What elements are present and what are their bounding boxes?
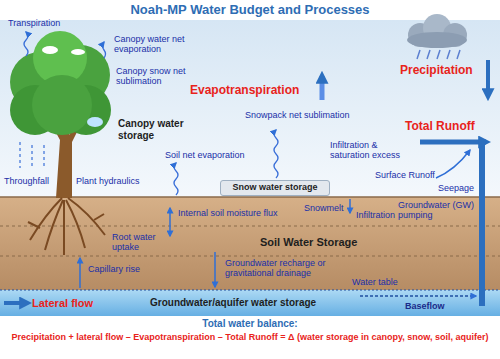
process-heading: Evapotranspiration — [190, 84, 299, 98]
process-heading: Precipitation — [400, 64, 473, 78]
process-label: Snowmelt — [304, 203, 344, 213]
sky — [0, 20, 500, 197]
process-heading: Baseflow — [405, 301, 445, 311]
precipitation-arrow — [486, 60, 490, 96]
process-label: Seepage — [438, 183, 474, 193]
storage-label: Groundwater/aquifer water storage — [150, 297, 316, 309]
process-label: Infiltration & saturation excess — [330, 140, 415, 161]
soil-layer — [0, 197, 500, 290]
soil-flux-arrow — [169, 208, 171, 236]
rain — [417, 50, 460, 59]
pumping-pipe — [479, 142, 485, 306]
process-label: Groundwater (GW) pumping — [398, 200, 476, 221]
baseflow-arrow — [360, 295, 476, 297]
recharge-arrow — [214, 252, 216, 287]
root — [30, 198, 62, 240]
water-table-line — [0, 290, 500, 291]
process-label: Capillary rise — [88, 264, 140, 274]
soil-layer-line — [0, 256, 500, 257]
canopy-water — [87, 117, 103, 127]
cloud-part — [407, 32, 467, 48]
root — [28, 222, 40, 228]
root — [63, 200, 65, 255]
equation-ground — [0, 316, 500, 359]
process-label: Canopy water net evaporation — [114, 34, 194, 55]
process-heading: Canopy water storage — [118, 118, 190, 141]
snow-band: Snow water storage — [220, 180, 330, 196]
diagram-title: Noah-MP Water Budget and Processes — [0, 3, 500, 18]
raindrop — [447, 50, 450, 59]
process-label: Internal soil moisture flux — [178, 208, 278, 218]
process-label: Canopy snow net sublimation — [116, 66, 196, 87]
total-runoff-arrow — [420, 140, 486, 145]
cloud — [407, 14, 467, 48]
raindrop — [427, 50, 430, 59]
storage-label: Soil Water Storage — [260, 236, 357, 249]
tree-roots — [28, 198, 105, 255]
tree-canopy — [10, 31, 111, 135]
process-label: Groundwater recharge or gravitational dr… — [225, 258, 335, 279]
storage-label: Snow water storage — [232, 182, 317, 192]
root — [68, 198, 105, 235]
surface-runoff-arrow — [436, 150, 470, 178]
soil-layer-line — [0, 226, 500, 227]
canopy-snow — [42, 46, 58, 54]
process-label: Snowpack net sublimation — [245, 110, 350, 120]
squiggle — [274, 130, 278, 178]
ground-surface — [0, 196, 500, 198]
capillary-arrow — [79, 258, 81, 288]
process-label: Root water uptake — [112, 232, 164, 253]
process-label: Soil net evaporation — [165, 150, 245, 160]
process-heading: Total water balance: — [0, 318, 500, 330]
squiggle — [103, 42, 106, 58]
et-arrow — [320, 76, 325, 100]
drop — [43, 145, 44, 168]
infiltration-arrow — [349, 199, 351, 213]
process-heading: Total Runoff — [405, 120, 475, 134]
leaves — [32, 75, 92, 135]
squiggle — [24, 32, 28, 56]
root — [94, 214, 104, 220]
process-label: Infiltration — [356, 210, 395, 220]
raindrop — [417, 50, 420, 59]
squiggle — [174, 163, 178, 195]
drop — [31, 145, 32, 168]
aquifer-layer — [0, 290, 500, 316]
throughfall-drops — [20, 142, 44, 168]
canopy-snow — [71, 49, 85, 55]
drop — [19, 142, 20, 168]
process-label: Plant hydraulics — [76, 176, 140, 186]
water-balance-equation: Precipitation + lateral flow – Evapotran… — [10, 332, 490, 342]
root — [45, 200, 63, 250]
process-label: Water table — [352, 277, 398, 287]
lateral-flow-arrow — [4, 301, 27, 305]
process-label: Surface Runoff — [375, 170, 435, 180]
raindrop — [457, 50, 460, 59]
process-heading: Lateral flow — [32, 297, 93, 310]
process-label: Throughfall — [4, 176, 49, 186]
raindrop — [437, 50, 440, 59]
root — [66, 200, 85, 248]
process-label: Transpiration — [8, 18, 60, 28]
vapour-squiggles — [24, 32, 278, 195]
